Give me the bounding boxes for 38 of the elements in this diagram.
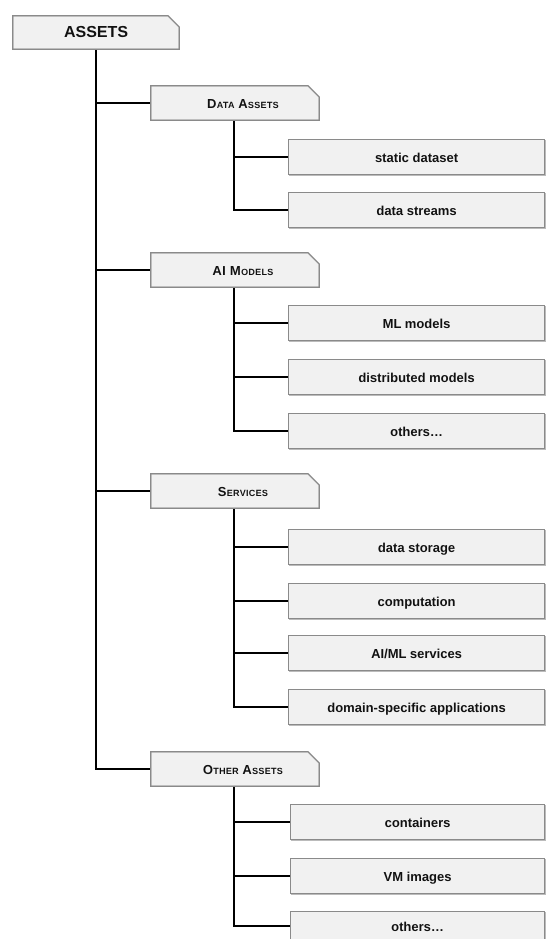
category-box <box>150 751 320 787</box>
leaf-box <box>288 583 545 619</box>
leaf-box <box>288 529 545 565</box>
root-box <box>12 15 180 50</box>
connector-line <box>233 509 288 708</box>
category-box <box>150 252 320 288</box>
leaf-box <box>288 192 545 228</box>
category-box <box>150 85 320 121</box>
connector-line <box>233 121 288 211</box>
node-label: AI/ML services <box>371 646 462 660</box>
node-label: Data Assets <box>207 96 279 110</box>
leaf-box <box>290 804 545 840</box>
leaf-box <box>288 305 545 341</box>
leaf-box <box>288 635 545 671</box>
connector-line <box>233 787 290 927</box>
node-label: distributed models <box>358 370 475 384</box>
leaf-box <box>288 413 545 449</box>
leaf-box <box>288 139 545 175</box>
category-box <box>150 473 320 509</box>
node-label: AI Models <box>212 262 274 278</box>
node-label: static dataset <box>374 150 458 164</box>
leaf-box <box>288 359 545 395</box>
leaf-box <box>288 689 545 725</box>
node-label: VM images <box>384 868 452 884</box>
node-label: containers <box>384 814 450 830</box>
connector-line <box>233 288 288 432</box>
node-label: others… <box>390 424 443 438</box>
node-label: Other Assets <box>202 762 284 776</box>
node-label: Services <box>218 484 268 498</box>
node-label: others… <box>391 918 444 934</box>
node-label: domain-specific applications <box>327 700 506 714</box>
node-label: data storage <box>378 540 456 554</box>
leaf-box <box>290 858 545 894</box>
node-label: ASSETS <box>64 24 128 42</box>
node-label: data streams <box>376 202 457 218</box>
node-label: ML models <box>382 316 450 330</box>
leaf-box <box>290 911 545 939</box>
node-label: computation <box>378 594 456 608</box>
